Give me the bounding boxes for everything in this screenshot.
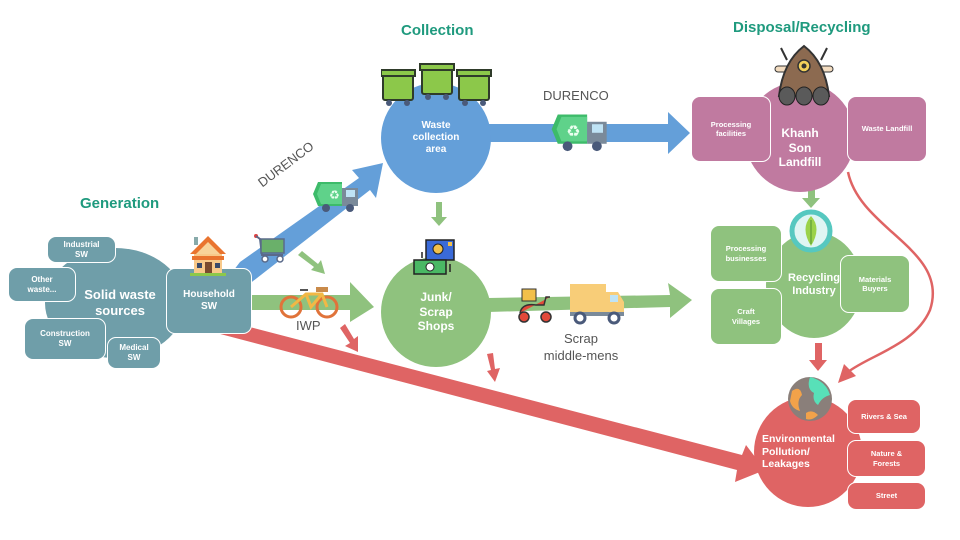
environmental-pollution-node: Environmental Pollution/ Leakages (754, 397, 862, 507)
garbage-truck-icon: ♻ (551, 114, 607, 152)
waste-collection-area-label: Waste collection area (412, 120, 460, 155)
arrow-household-to-pollution (205, 318, 765, 482)
scooter-icon (518, 288, 552, 323)
arrow-landfill-curve-to-pollution (846, 171, 934, 373)
source-industrial-label: Industrial SW (63, 239, 100, 259)
household-sw-label: Household SW (183, 288, 235, 313)
stage-title-generation: Generation (80, 195, 160, 212)
rivers-sea-box: Rivers & Sea (847, 399, 921, 434)
arrow-household-to-junk (250, 282, 374, 322)
house-icon (190, 236, 226, 276)
arrow-iwp-to-pollution (340, 324, 358, 352)
materials-buyers-label: Materials Buyers (858, 274, 892, 293)
materials-buyers-box: Materials Buyers (840, 255, 910, 313)
stage-title-collection: Collection (401, 22, 474, 39)
khanh-son-landfill-label: Khanh Son Landfill (778, 126, 822, 170)
delivery-truck-icon (570, 284, 624, 325)
processing-businesses-label: Processing businesses (725, 244, 767, 263)
iwp-label: IWP (296, 318, 321, 333)
recycling-industry-label: Recycling Industry (788, 271, 840, 297)
waste-collection-area-node: Waste collection area (381, 83, 491, 193)
environmental-pollution-label: Environmental Pollution/ Leakages (762, 433, 835, 471)
arrow-landfill-curve-head (838, 364, 856, 383)
recycle-leaf-icon (789, 209, 833, 253)
rivers-sea-label: Rivers & Sea (861, 411, 907, 421)
scrap-exchange-icon (413, 239, 455, 275)
svg-text:♻: ♻ (566, 121, 580, 140)
nature-forests-box: Nature & Forests (847, 440, 926, 477)
arrow-cart-to-iwp (298, 251, 325, 274)
junk-scrap-shops-node: Junk/ Scrap Shops (381, 257, 491, 367)
waste-landfill-box: Waste Landfill (847, 96, 927, 162)
source-construction-label: Construction SW (40, 329, 90, 348)
waste-bin-icon (381, 63, 492, 106)
source-industrial: Industrial SW (47, 236, 116, 263)
source-medical: Medical SW (107, 337, 161, 369)
arrow-collection-to-junk (431, 202, 447, 226)
source-other: Other waste... (8, 267, 76, 302)
source-other-label: Other waste... (27, 274, 57, 294)
waste-landfill-label: Waste Landfill (861, 124, 913, 134)
processing-businesses-box: Processing businesses (710, 225, 782, 282)
shopping-cart-icon (254, 234, 285, 263)
arrow-recycling-to-pollution (809, 343, 827, 371)
craft-villages-box: Craft Villages (710, 288, 782, 345)
craft-villages-label: Craft Villages (731, 307, 761, 326)
landfill-monster-icon (774, 44, 834, 106)
nature-forests-label: Nature & Forests (870, 449, 903, 468)
street-label: Street (875, 491, 898, 501)
arrow-junk-to-pollution (487, 353, 500, 382)
solid-waste-sources-label: Solid waste sources (84, 287, 156, 318)
household-sw-node: Household SW (166, 268, 252, 334)
processing-facilities-label: Processing facilities (710, 119, 752, 138)
durenco-top-label: DURENCO (543, 88, 609, 103)
source-construction: Construction SW (24, 318, 106, 360)
bicycle-icon (279, 287, 339, 319)
garbage-truck-icon: ♻ (313, 182, 358, 212)
polluted-earth-icon (788, 377, 832, 421)
processing-facilities-box: Processing facilities (691, 96, 771, 162)
junk-scrap-shops-label: Junk/ Scrap Shops (417, 290, 455, 334)
arrow-landfill-to-recycling (802, 187, 820, 208)
svg-text:♻: ♻ (329, 188, 340, 202)
scrap-middlemen-label: Scrap middle-mens (543, 331, 619, 363)
source-medical-label: Medical SW (119, 343, 149, 362)
street-box: Street (847, 482, 926, 510)
stage-title-disposal: Disposal/Recycling (733, 19, 871, 36)
